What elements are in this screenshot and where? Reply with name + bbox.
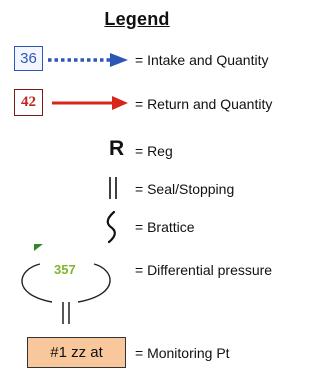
seal-stopping-icon (109, 177, 117, 199)
intake-dotted-arrow-icon (48, 53, 128, 67)
brattice-label: = Brattice (135, 219, 195, 235)
differential-pressure-icon (21, 244, 111, 324)
return-arrow-icon (52, 96, 128, 110)
return-label: = Return and Quantity (135, 96, 273, 112)
intake-label: = Intake and Quantity (135, 52, 269, 68)
differential-pressure-value: 357 (54, 262, 76, 277)
differential-pressure-label: = Differential pressure (135, 262, 273, 278)
reg-label: = Reg (135, 143, 173, 159)
intake-quantity-box: 36 (14, 46, 43, 71)
reg-symbol: R (109, 137, 125, 160)
seal-stopping-label: = Seal/Stopping (135, 181, 235, 197)
brattice-icon (106, 210, 116, 244)
legend-title: Legend (104, 9, 170, 29)
return-quantity-box: 42 (14, 89, 43, 116)
monitoring-point-label: = Monitoring Pt (135, 345, 230, 361)
monitoring-point-box: #1 zz at (27, 337, 126, 368)
